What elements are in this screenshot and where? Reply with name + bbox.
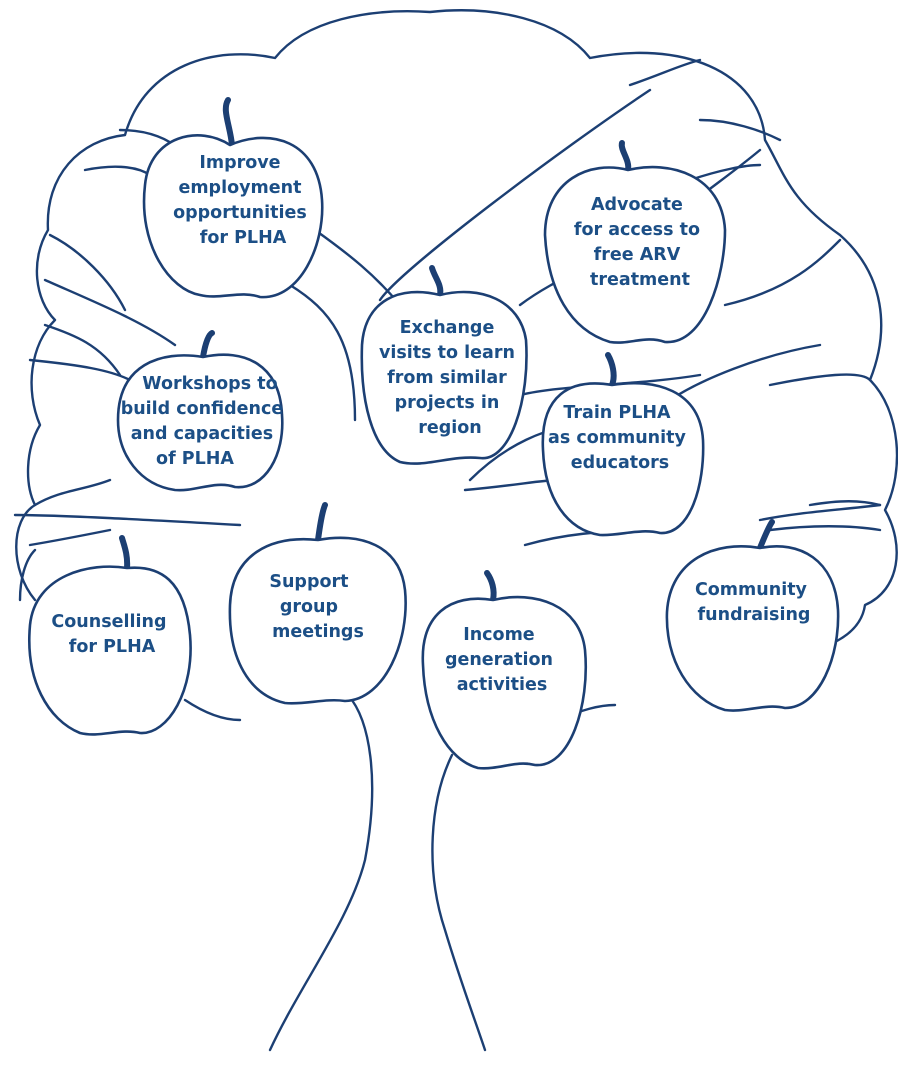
apple-shape (228, 536, 407, 705)
apple-stem (429, 265, 444, 298)
apple-stem (315, 502, 328, 543)
apple-shape (541, 381, 705, 537)
apple-shape (665, 545, 840, 712)
tree-trunk (268, 693, 487, 1052)
apple-stem (618, 140, 632, 173)
apple-stem (484, 570, 497, 603)
apple-arv: Advocate for access to free ARV treatmen… (543, 140, 727, 344)
apple-support: Support group meetings (228, 502, 407, 705)
apple-exchange: Exchange visits to learn from similar pr… (360, 265, 528, 465)
crown-scallop-left (33, 233, 127, 507)
apple-fundraising: Community fundraising (665, 519, 840, 712)
apple-label-counselling: Counselling for PLHA (51, 612, 172, 657)
apple-stem (200, 330, 215, 360)
apple-shape (360, 290, 528, 465)
apple-label-employment: Improve employment opportunities for PLH… (173, 153, 313, 248)
apple-employment: Improve employment opportunities for PLH… (142, 97, 324, 299)
apple-label-exchange: Exchange visits to learn from similar pr… (379, 318, 521, 438)
apple-counselling: Counselling for PLHA (28, 535, 192, 736)
apple-label-support: Support group meetings (269, 572, 363, 642)
tree-crown-outline (15, 9, 898, 652)
apple-label-income: Income generation activities (445, 625, 559, 695)
apple-shape (421, 595, 588, 770)
apple-shape (116, 353, 284, 492)
apple-label-educators: Train PLHA as community educators (548, 403, 692, 473)
branch-lower-left (13, 513, 242, 722)
apple-shape (142, 134, 324, 299)
apple-label-fundraising: Community fundraising (695, 580, 813, 625)
branch-middle-left (28, 278, 177, 382)
apple-shape (543, 165, 727, 344)
apple-stem (119, 535, 131, 571)
apple-stem (605, 352, 617, 388)
crown-scallop-right (688, 148, 882, 507)
apple-shape (28, 565, 192, 736)
apple-stem (222, 97, 235, 148)
apple-educators: Train PLHA as community educators (541, 352, 705, 537)
branch-lower-right (523, 503, 882, 722)
apple-income: Income generation activities (421, 570, 588, 770)
apple-stem (757, 519, 775, 551)
branch-upper-right (628, 58, 782, 182)
apple-label-workshops: Workshops to build confidence and capaci… (121, 374, 290, 469)
apple-label-arv: Advocate for access to free ARV treatmen… (574, 195, 706, 290)
apple-workshops: Workshops to build confidence and capaci… (116, 330, 290, 492)
